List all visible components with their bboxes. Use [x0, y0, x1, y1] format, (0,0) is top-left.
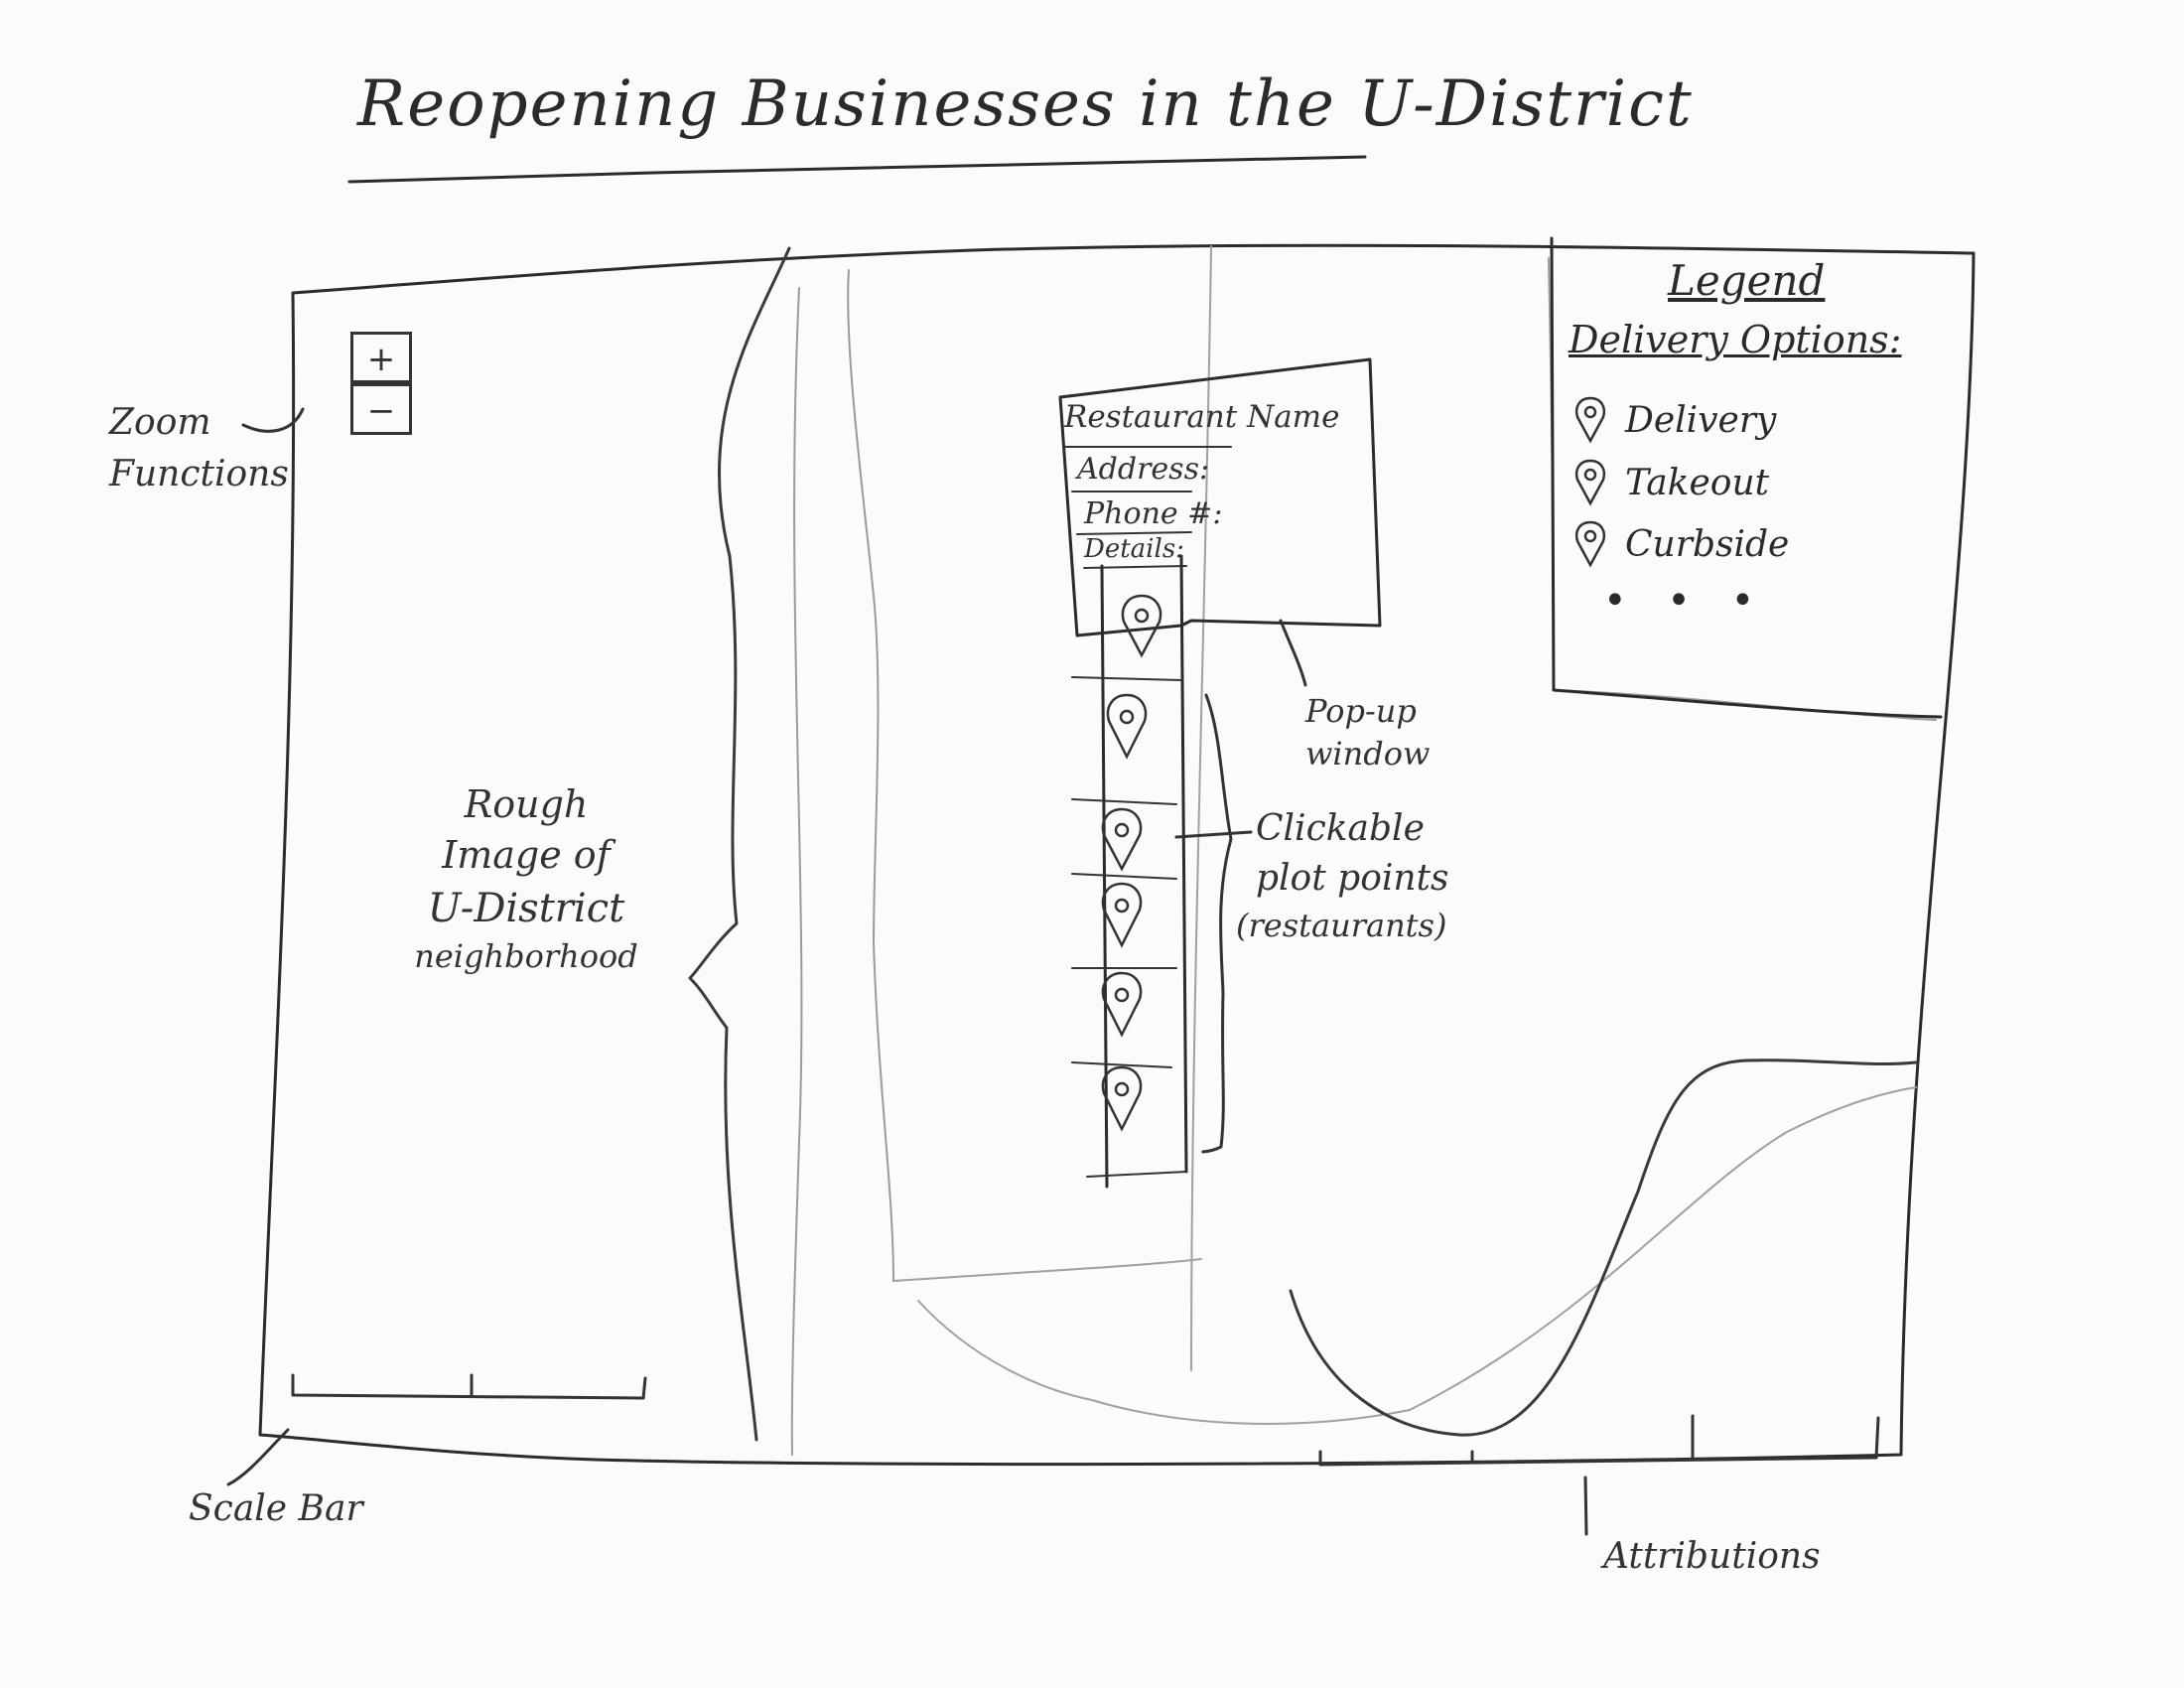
plot-points-bracket [1201, 693, 1233, 1154]
zoom-out-button[interactable]: − [350, 383, 412, 435]
popup-annotation: Pop-up window [1305, 692, 1431, 774]
page-title: Reopening Businesses in the U-District [357, 68, 1694, 141]
road-line-4 [892, 1258, 1202, 1282]
restaurant-column-row-lines [1071, 676, 1187, 1178]
map-frame [258, 243, 1976, 1467]
restaurant-marker-3-dot [1114, 822, 1130, 838]
map-placeholder-line2: Image of [442, 833, 611, 878]
zoom-in-button[interactable]: + [350, 332, 412, 383]
restaurant-marker-3 [1101, 807, 1143, 872]
popup-window-outline [1058, 357, 1382, 637]
popup-divider-3 [1076, 531, 1192, 535]
popup-restaurant-name: Restaurant Name [1064, 399, 1340, 435]
plot-points-annotation-line2: plot points [1256, 858, 1449, 899]
restaurant-marker-6 [1101, 1065, 1143, 1132]
restaurant-marker-4-dot [1114, 898, 1130, 914]
popup-divider-4 [1083, 565, 1187, 569]
attribution-arrow [1583, 1476, 1588, 1536]
legend-item-takeout: Takeout [1573, 455, 1769, 510]
map-placeholder-text: Rough Image of U-District neighborhood [338, 779, 715, 978]
road-line-3 [1190, 245, 1212, 1371]
map-marker-icon [1574, 396, 1606, 444]
road-line-2 [847, 269, 894, 1282]
restaurant-marker-2 [1106, 693, 1148, 760]
restaurant-marker-5-dot [1114, 987, 1130, 1003]
legend-item-delivery: Delivery [1573, 392, 1776, 448]
legend-title: Legend [1668, 256, 1826, 305]
attribution-bar-line [1318, 1414, 1880, 1467]
title-underline [347, 155, 1367, 184]
restaurant-marker-5 [1101, 971, 1143, 1038]
map-marker-icon [1574, 459, 1606, 506]
plot-points-pointer [1174, 830, 1253, 839]
scale-bar-arrow [226, 1428, 290, 1486]
map-placeholder-line4: neighborhood [414, 936, 638, 975]
scale-bar-line [291, 1373, 647, 1400]
legend-more-ellipsis: • • • [1603, 578, 1769, 624]
restaurant-marker-2-dot [1119, 709, 1135, 725]
restaurant-marker-4 [1101, 882, 1143, 948]
map-placeholder-line1: Rough [464, 782, 589, 826]
map-placeholder-line3: U-District [427, 885, 625, 931]
legend-item-label: Delivery [1625, 399, 1777, 441]
plot-points-annotation-line1: Clickable [1256, 808, 1425, 849]
plot-points-annotation-line3: (restaurants) [1236, 907, 1447, 944]
legend-item-label: Takeout [1625, 462, 1770, 503]
scale-bar-annotation: Scale Bar [189, 1488, 363, 1529]
restaurant-marker-6-dot [1114, 1081, 1130, 1097]
legend-subtitle: Delivery Options: [1569, 318, 1902, 361]
zoom-annotation: Zoom Functions [109, 402, 289, 495]
road-line-5 [917, 1086, 1917, 1425]
popup-phone-label: Phone #: [1084, 496, 1223, 531]
legend-item-label: Curbside [1625, 523, 1790, 565]
road-line-1 [790, 287, 803, 1456]
legend-box-outline [1550, 236, 1943, 719]
river-left-line [688, 246, 791, 1442]
popup-arrow [1279, 619, 1307, 687]
popup-address-label: Address: [1077, 452, 1210, 487]
restaurant-marker-1-dot [1134, 608, 1150, 624]
legend-item-curbside: Curbside [1573, 516, 1789, 572]
attributions-annotation: Attributions [1603, 1536, 1821, 1577]
popup-details-label: Details: [1084, 534, 1184, 564]
restaurant-marker-1 [1121, 594, 1162, 658]
restaurant-markers [1101, 594, 1162, 1132]
map-marker-icon [1574, 520, 1606, 568]
road-u-curve [1289, 1058, 1918, 1437]
zoom-arrow [241, 407, 305, 433]
